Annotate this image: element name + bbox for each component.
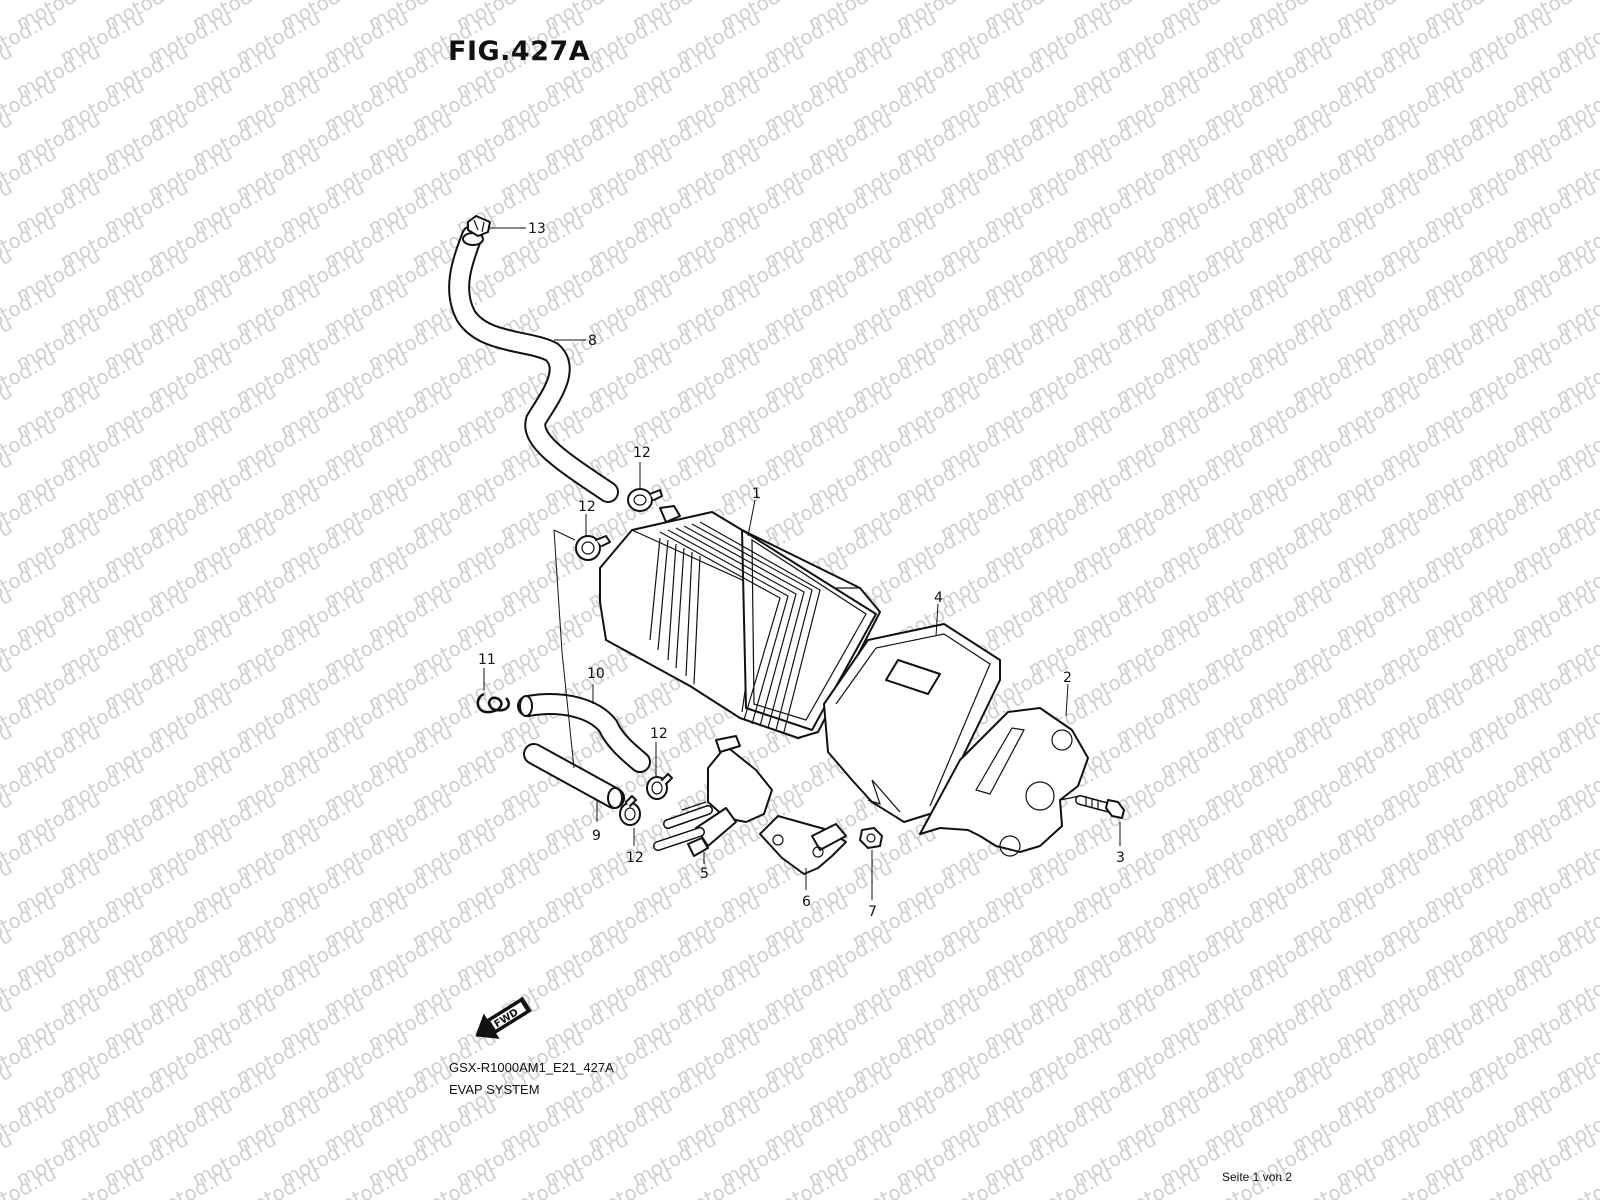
nut-7 — [859, 827, 883, 849]
callout-1: 1 — [752, 486, 761, 502]
callout-13: 13 — [528, 221, 546, 237]
footer-system-name: EVAP SYSTEM — [449, 1082, 540, 1097]
hose-10 — [517, 693, 651, 773]
callout-12-d: 12 — [626, 850, 644, 866]
leader-lines — [483, 227, 1121, 900]
callout-6: 6 — [802, 894, 811, 910]
callout-5: 5 — [700, 866, 709, 882]
callout-7: 7 — [868, 904, 877, 920]
figure-title: FIG.427A — [448, 36, 591, 67]
callout-8: 8 — [588, 333, 597, 349]
hose-8 — [448, 225, 619, 503]
clamp-12-valve-lower — [619, 795, 641, 826]
clamp-12-upper — [627, 488, 663, 512]
clamp-13 — [467, 215, 491, 237]
footer-page-indicator: Seite 1 von 2 — [1222, 1170, 1293, 1184]
clamp-12-valve-upper — [646, 773, 673, 800]
callout-labels: 13 8 12 12 1 4 2 3 10 11 12 9 12 5 6 7 — [478, 221, 1125, 920]
callout-11: 11 — [478, 652, 496, 668]
bolt-3 — [1075, 795, 1125, 819]
clamp-12-left — [575, 535, 611, 561]
canister-1 — [599, 511, 881, 739]
hose-9 — [523, 743, 625, 809]
group-bracket-line — [553, 529, 576, 769]
callout-3: 3 — [1116, 850, 1125, 866]
callout-10: 10 — [587, 666, 605, 682]
callout-12-c: 12 — [650, 726, 668, 742]
callout-9: 9 — [592, 828, 601, 844]
callout-4: 4 — [934, 590, 943, 606]
valve-5 — [653, 735, 773, 857]
footer-model-code: GSX-R1000AM1_E21_427A — [449, 1060, 614, 1075]
callout-12-a: 12 — [633, 445, 651, 461]
clip-11 — [476, 692, 510, 714]
callout-12-b: 12 — [578, 499, 596, 515]
forward-arrow: FWD — [475, 996, 532, 1039]
callout-2: 2 — [1063, 670, 1072, 686]
bracket-6 — [759, 815, 847, 875]
